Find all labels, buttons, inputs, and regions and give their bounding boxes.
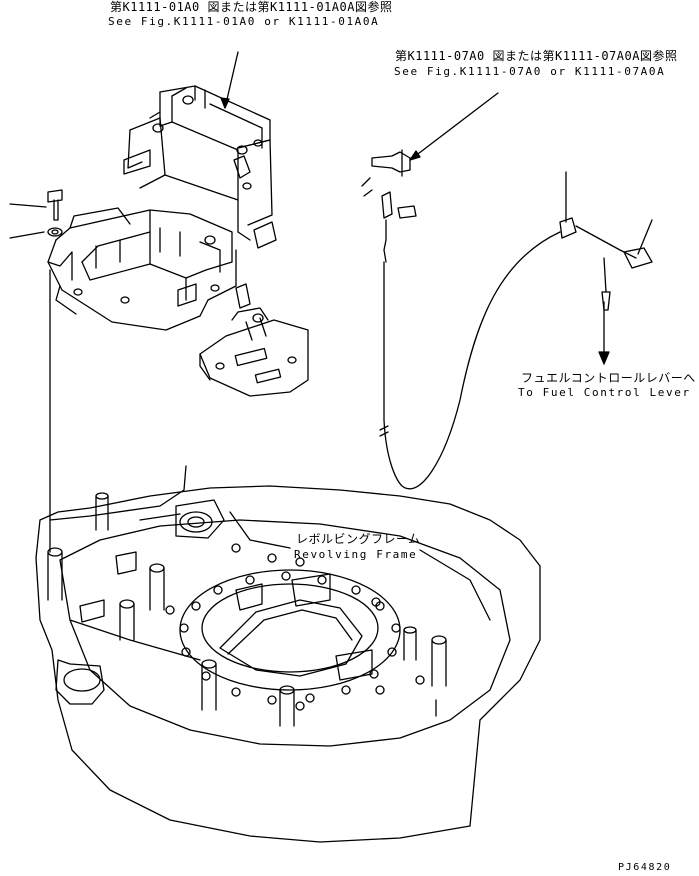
revolving-frame-label-en: Revolving Frame: [294, 548, 418, 561]
fuel-lever-label-en: To Fuel Control Lever: [518, 386, 691, 399]
cable-reference-en: See Fig.K1111-07A0 or K1111-07A0A: [394, 65, 666, 78]
drawing-number: PJ64820: [618, 862, 672, 873]
revolving-frame-drawing: [36, 486, 540, 842]
fuel-lever-label-jp: フュエルコントロールレバーへ: [521, 371, 696, 385]
revolving-frame-label-jp: レボルビングフレーム: [296, 532, 421, 546]
fuel-control-cable: [362, 150, 652, 489]
control-console-assembly: [48, 86, 308, 396]
cable-reference-jp: 第K1111-07A0 図または第K1111-07A0A図参照: [395, 49, 678, 63]
console-reference-en: See Fig.K1111-01A0 or K1111-01A0A: [108, 15, 380, 28]
support-rod: [50, 270, 186, 552]
console-reference-jp: 第K1111-01A0 図または第K1111-01A0A図参照: [110, 0, 393, 14]
leader-lines: [10, 52, 652, 364]
